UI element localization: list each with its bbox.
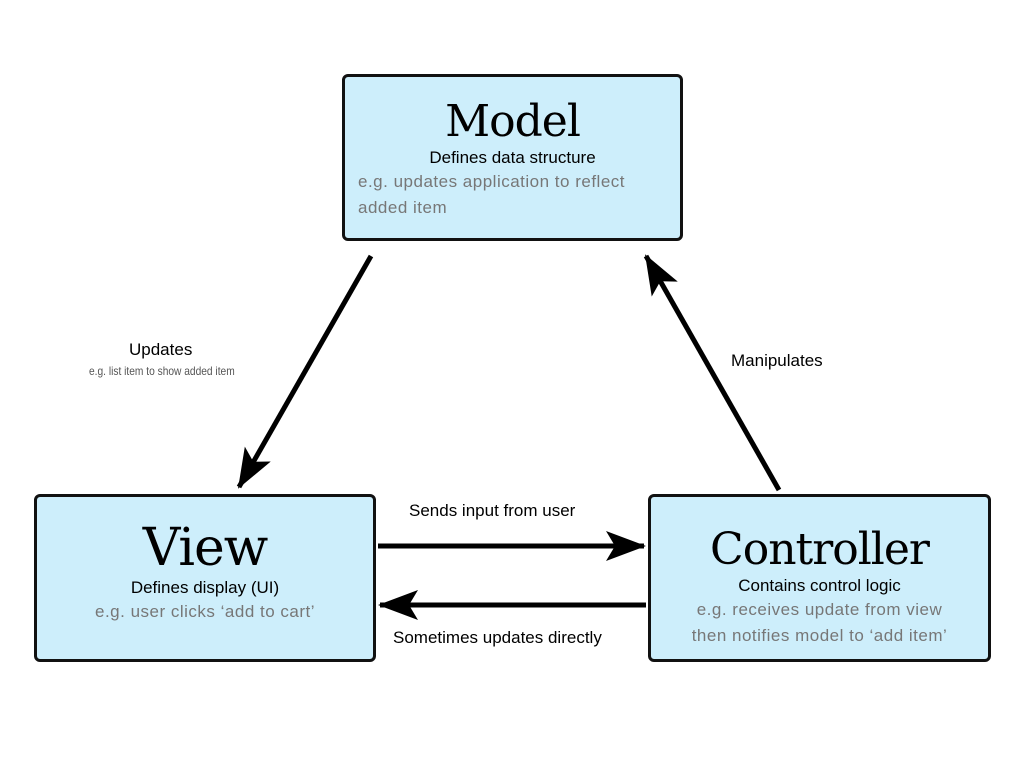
controller-title: Controller [710, 524, 930, 575]
model-example: e.g. updates application to reflect adde… [358, 172, 625, 217]
controller-example-line1: e.g. receives update from view [696, 600, 943, 619]
view-example: e.g. user clicks ‘add to cart’ [94, 602, 316, 621]
manipulates-label: Manipulates [731, 351, 823, 370]
controller-example-line2: then notifies model to ‘add item’ [691, 626, 948, 645]
view-title: View [142, 518, 269, 578]
model-box: Model Defines data structure e.g. update… [342, 74, 683, 241]
updates-label: Updates [129, 340, 193, 359]
updates-detail: e.g. list item to show added item [89, 364, 235, 378]
controller-subtitle: Contains control logic [738, 576, 901, 595]
model-title: Model [445, 96, 581, 147]
sends-input-label: Sends input from user [409, 501, 576, 520]
sometimes-updates-label: Sometimes updates directly [393, 628, 602, 647]
arrow-controller-to-model [643, 254, 782, 492]
arrow-model-to-view [236, 254, 374, 489]
view-subtitle: Defines display (UI) [130, 578, 280, 597]
controller-box: Controller Contains control logic e.g. r… [648, 494, 991, 662]
model-subtitle: Defines data structure [429, 148, 596, 167]
view-box: View Defines display (UI) e.g. user clic… [34, 494, 376, 662]
